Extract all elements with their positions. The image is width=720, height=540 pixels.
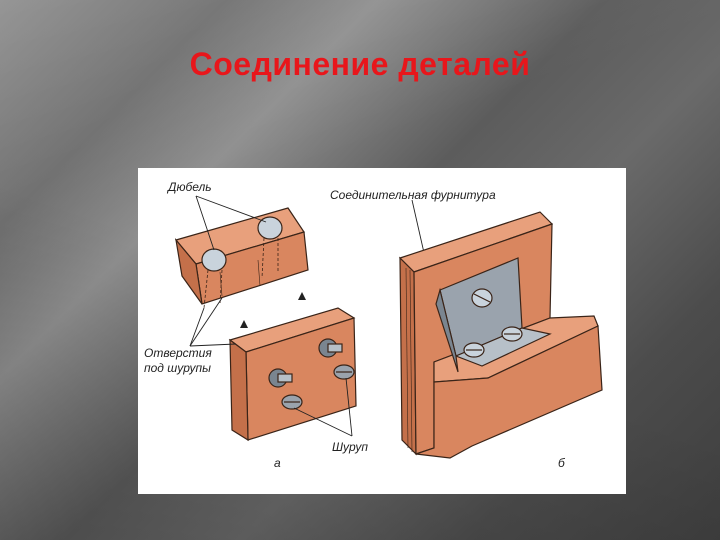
holes-label-line1: Отверстия: [144, 346, 212, 360]
fittings-label: Соединительная фурнитура: [330, 188, 496, 202]
dowel-label: Дюбель: [168, 180, 212, 194]
corner-joint: [398, 211, 603, 459]
holes-label-line2: под шурупы: [144, 361, 211, 375]
variant-b-label: б: [558, 456, 565, 470]
joinery-illustration: Дюбель Отверстия под шурупы Шуруп Соедин…: [138, 168, 626, 494]
screw-label: Шуруп: [332, 440, 368, 454]
variant-a-label: а: [274, 456, 281, 470]
joinery-drawing: [174, 195, 603, 459]
dowel-block: [174, 207, 309, 309]
slide-title: Соединение деталей: [189, 46, 531, 82]
screw-block: [228, 307, 357, 442]
